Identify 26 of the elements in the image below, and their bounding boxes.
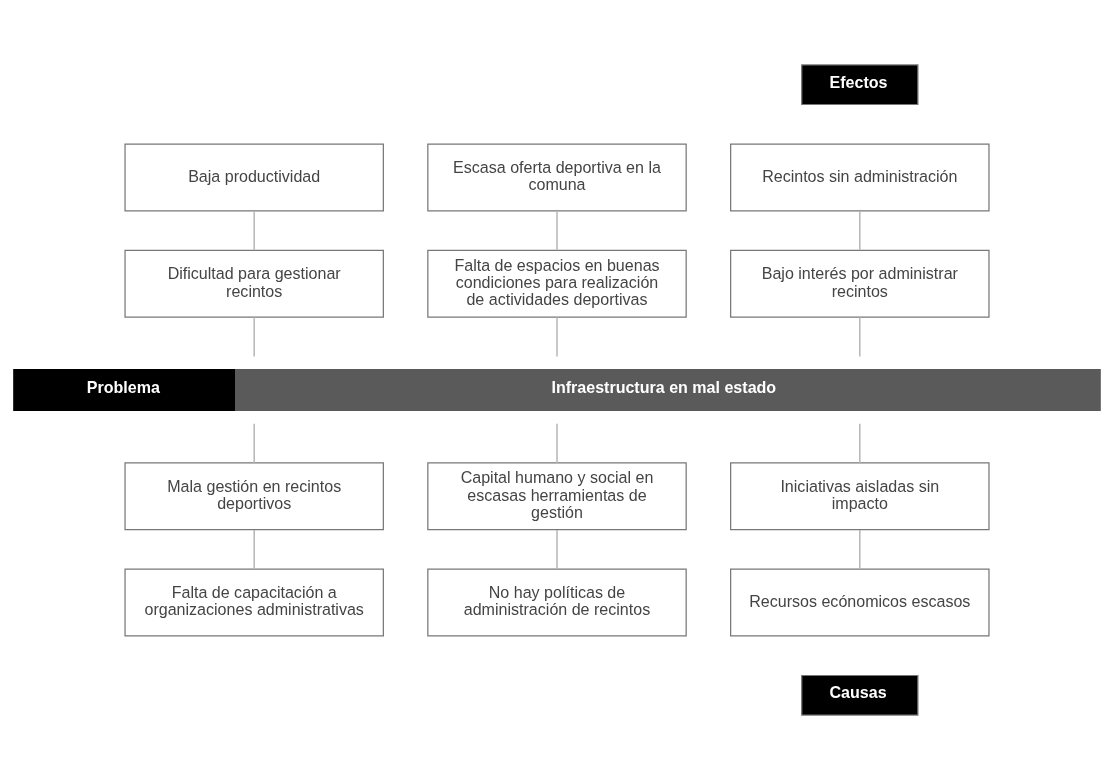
- node-box: Mala gestión en recintos deportivos: [124, 462, 384, 531]
- connector: [253, 529, 255, 570]
- label: Efectos: [829, 72, 888, 91]
- connector: [556, 316, 558, 358]
- connector: [556, 210, 558, 252]
- connector: [556, 422, 558, 464]
- connector: [253, 316, 255, 358]
- connector: [859, 210, 861, 252]
- node-box: Dificultad para gestionar recintos: [124, 249, 384, 318]
- connector: [859, 529, 861, 570]
- node-box: Iniciativas aisladas sin impacto: [730, 462, 990, 531]
- node-box: Falta de espacios en buenas condiciones para realización de actividades deportivas: [427, 249, 687, 318]
- label: Causas: [829, 683, 887, 702]
- node-box: Capital humano y social en escasas herramientas de gestión: [427, 462, 687, 531]
- node-box: Escasa oferta deportiva en la comuna: [427, 143, 687, 212]
- node-box: Bajo interés por administrar recintos: [730, 249, 990, 318]
- connector: [859, 316, 861, 358]
- connector: [253, 422, 255, 464]
- connector: [556, 529, 558, 570]
- connector: [253, 210, 255, 252]
- node-box: Baja productividad: [124, 143, 384, 212]
- node-box: Recintos sin administración: [730, 143, 990, 212]
- connector: [859, 422, 861, 464]
- node-box: Falta de capacitación a organizaciones administrativas: [124, 568, 384, 637]
- node-box: No hay políticas de administración de recintos: [427, 568, 687, 637]
- node-box: Recursos ecónomicos escasos: [730, 568, 990, 637]
